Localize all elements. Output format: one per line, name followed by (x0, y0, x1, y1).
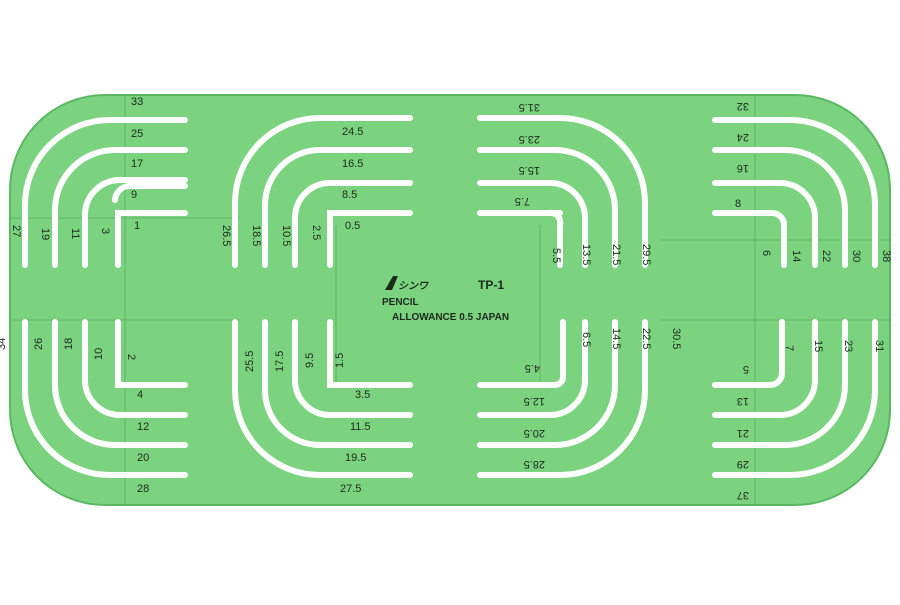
label-center-ll-1: 17.5 (274, 351, 286, 372)
label-center-br-3: 28.5 (524, 458, 545, 470)
label-left-top-2: 17 (131, 158, 143, 170)
label-left-upper-0: 27 (10, 225, 22, 237)
guide-lines (10, 95, 890, 505)
right-group-side-labels: 6 14 22 30 38 7 15 23 31 (760, 250, 892, 352)
label-right-upper-0: 6 (760, 250, 772, 256)
label-center-bl-2: 19.5 (345, 452, 366, 464)
label-center-br-0: 4.5 (525, 362, 540, 374)
label-center-tl-2: 8.5 (342, 189, 357, 201)
label-center-rl-3: 30.5 (670, 328, 682, 349)
label-center-lu-1: 18.5 (250, 225, 262, 246)
label-left-top-1: 25 (131, 128, 143, 140)
center-group-labels: 24.5 16.5 8.5 0.5 31.5 23.5 15.5 7.5 3.5… (340, 101, 545, 495)
label-right-bottom-4: 37 (737, 489, 749, 501)
label-right-lower-0: 7 (783, 345, 795, 351)
label-center-tr-2: 15.5 (519, 164, 540, 176)
label-left-bottom-2: 20 (137, 452, 149, 464)
label-right-lower-3: 31 (873, 340, 885, 352)
label-right-bottom-1: 13 (737, 395, 749, 407)
label-center-tr-1: 23.5 (519, 133, 540, 145)
label-left-upper-2: 11 (69, 228, 81, 239)
center-group-side-labels: 26.5 18.5 10.5 2.5 25.5 17.5 9.5 1.5 5.5… (220, 225, 682, 372)
label-center-ru-1: 13.5 (580, 244, 592, 265)
label-left-lower-3: 10 (93, 348, 105, 360)
logo-text: シンワ (398, 281, 429, 292)
model-number: TP-1 (478, 278, 504, 292)
label-left-bottom-3: 28 (137, 483, 149, 495)
label-center-rl-2: 22.5 (640, 328, 652, 349)
label-center-tr-0: 31.5 (519, 101, 540, 113)
label-right-top-1: 24 (737, 131, 749, 143)
label-left-upper-3: 3 (99, 228, 111, 234)
label-left-top-4: 1 (134, 220, 140, 232)
label-right-upper-1: 14 (790, 250, 802, 262)
label-center-bl-3: 27.5 (340, 483, 361, 495)
label-center-ru-2: 21.5 (610, 244, 622, 265)
right-group-labels: 32 24 16 8 5 13 21 29 37 (735, 100, 749, 501)
label-right-upper-2: 22 (820, 250, 832, 262)
label-center-lu-0: 26.5 (220, 225, 232, 246)
label-right-upper-3: 30 (850, 250, 862, 262)
label-center-ll-0: 25.5 (244, 351, 256, 372)
label-center-br-2: 20.5 (524, 427, 545, 439)
label-center-rl-1: 14.5 (610, 328, 622, 349)
label-center-tl-3: 0.5 (345, 220, 360, 232)
label-left-lower-2: 18 (63, 338, 75, 350)
label-center-bl-0: 3.5 (355, 389, 370, 401)
label-right-top-2: 16 (737, 162, 749, 174)
label-right-bottom-0: 5 (743, 363, 749, 375)
label-right-bottom-2: 21 (737, 427, 749, 439)
label-right-lower-2: 23 (842, 340, 854, 352)
ruler-plate (9, 94, 891, 506)
label-center-tl-1: 16.5 (342, 158, 363, 170)
left-group-side-labels: 27 19 11 3 34 26 18 10 2 (0, 225, 137, 360)
label-center-tl-0: 24.5 (342, 126, 363, 138)
label-right-upper-4: 38 (880, 250, 892, 262)
label-center-ll-3: 1.5 (334, 353, 346, 368)
label-center-rl-0: 6.5 (580, 332, 592, 347)
brand-logo: シンワ (385, 276, 429, 292)
label-left-upper-1: 19 (39, 228, 51, 240)
label-left-lower-4: 2 (125, 354, 137, 360)
label-left-lower-0: 34 (0, 338, 8, 350)
label-left-top-3: 9 (131, 189, 137, 201)
label-center-ru-3: 29.5 (640, 244, 652, 265)
label-center-ll-2: 9.5 (304, 353, 316, 368)
left-group-labels: 33 25 17 9 1 4 12 20 28 (131, 96, 149, 495)
label-right-lower-1: 15 (812, 340, 824, 352)
label-center-lu-2: 10.5 (280, 225, 292, 246)
label-right-top-3: 8 (735, 198, 741, 210)
allowance-label: ALLOWANCE 0.5 JAPAN (392, 312, 509, 323)
label-right-top-0: 32 (737, 100, 749, 112)
label-center-ru-0: 5.5 (550, 248, 562, 263)
label-right-bottom-3: 29 (737, 458, 749, 470)
label-center-br-1: 12.5 (524, 395, 545, 407)
label-center-tr-3: 7.5 (515, 195, 530, 207)
label-center-lu-3: 2.5 (310, 225, 322, 240)
label-left-lower-1: 26 (33, 338, 45, 350)
label-center-bl-1: 11.5 (350, 421, 371, 433)
pencil-label: PENCIL (382, 297, 419, 308)
label-left-bottom-1: 12 (137, 421, 149, 433)
slot-arcs (22, 115, 878, 478)
label-left-top-0: 33 (131, 96, 143, 108)
label-left-bottom-0: 4 (137, 389, 143, 401)
